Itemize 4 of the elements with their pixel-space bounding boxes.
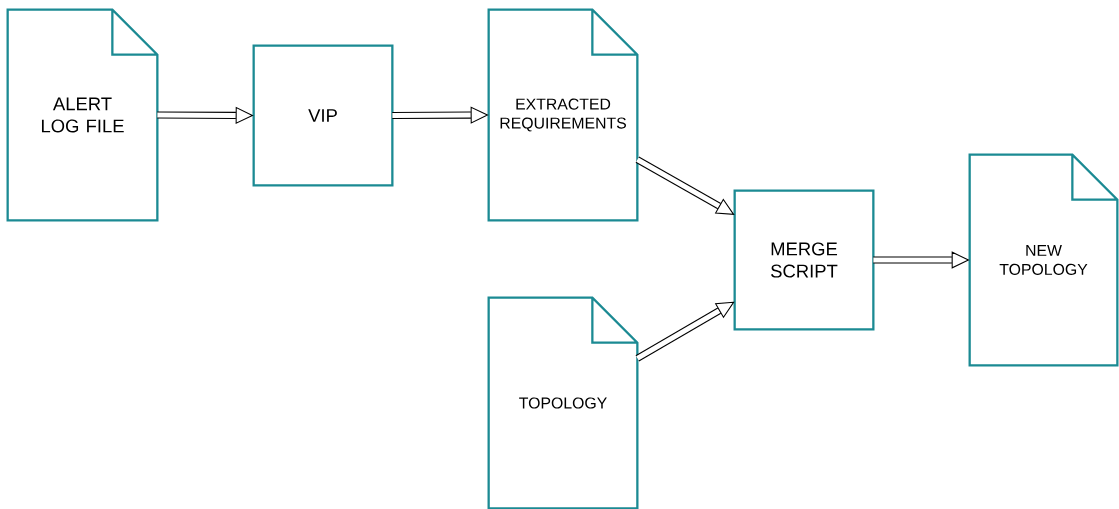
process-box: MERGE SCRIPT	[733, 189, 875, 331]
arrow	[635, 156, 735, 215]
process-box: VIP	[252, 44, 394, 187]
arrow	[635, 301, 735, 362]
